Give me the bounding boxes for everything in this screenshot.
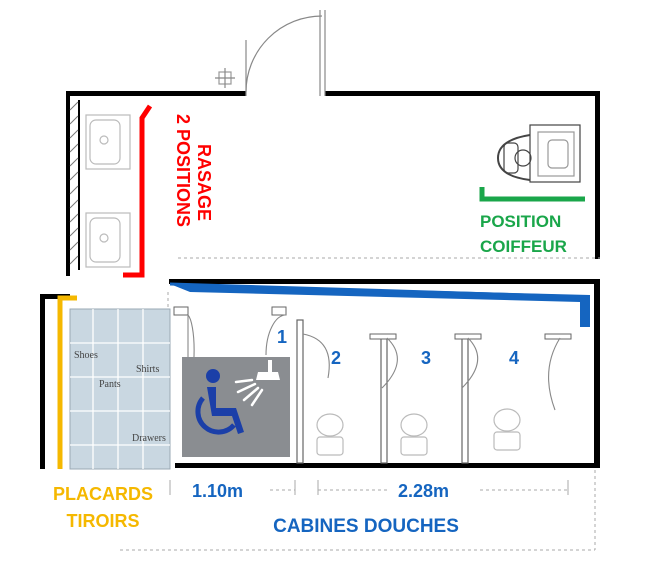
cabin-number-3: 3 (421, 348, 431, 368)
cabins-label: CABINES DOUCHES (273, 516, 459, 537)
cabin-number-2: 2 (331, 348, 341, 368)
shaving-label-line1: 2 POSITIONS (173, 114, 193, 227)
dimension-cabins: 2.28m (398, 481, 449, 501)
closets: Shoes Pants Shirts Drawers (69, 308, 171, 470)
hairdresser-label-line2: COIFFEUR (480, 237, 567, 256)
upper-room-walls (66, 91, 600, 276)
shaving-label-line2: RASAGE (194, 144, 214, 221)
hairdresser-zone-marker (479, 187, 585, 202)
cabin-number-1: 1 (277, 327, 287, 347)
closet-label-shoes: Shoes (74, 350, 98, 361)
hairdresser-label-line1: POSITION (480, 212, 561, 231)
closets-zone-marker (57, 295, 77, 469)
closet-label-pants: Pants (99, 379, 121, 390)
hairdresser-station (496, 124, 581, 183)
cabin-number-4: 4 (509, 348, 519, 368)
closet-label-shirts: Shirts (136, 364, 159, 375)
dimension-accessible: 1.10m (192, 481, 243, 501)
closet-label-drawers: Drawers (132, 433, 166, 444)
dimension-lines (169, 480, 569, 495)
entrance-door (215, 10, 326, 96)
closets-label-line2: TIROIRS (66, 511, 139, 531)
toilets (316, 408, 521, 456)
wheelchair-shower-icon (182, 357, 290, 457)
shaving-zone-marker (123, 104, 153, 278)
sinks (85, 114, 131, 268)
cabin-partitions (173, 306, 572, 464)
left-wall-hatch (69, 101, 79, 265)
dashed-lines (120, 257, 600, 551)
closets-label-line1: PLACARDS (53, 484, 153, 504)
lower-room-walls (40, 279, 600, 469)
